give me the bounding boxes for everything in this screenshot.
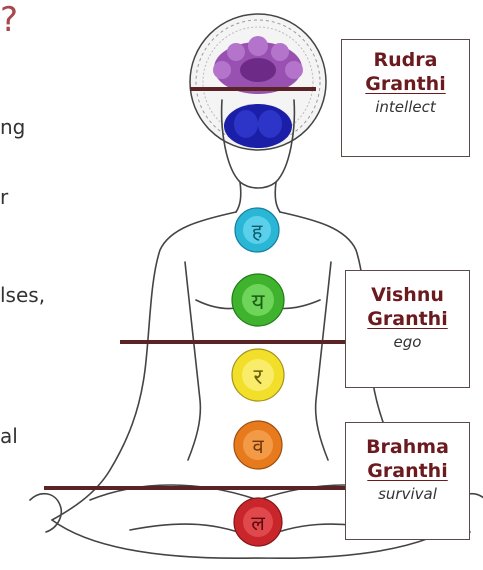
vishnu-name: Vishnu [346,283,469,307]
vishnu-granthi-word: Granthi [346,307,469,331]
vishnu-granthi-label: Vishnu Granthi ego [345,270,470,388]
rudra-role: intellect [342,96,469,118]
rudra-name: Rudra [342,48,469,72]
solar-plexus-glyph: र [254,365,264,390]
root-glyph: ल [251,511,265,535]
throat-glyph: ह [252,219,263,243]
rudra-granthi-word: Granthi [342,72,469,96]
third-eye-chakra [224,104,292,148]
root-chakra: ल [234,498,282,546]
brahma-granthi-label: Brahma Granthi survival [345,422,470,540]
heart-glyph: य [252,290,266,315]
heart-chakra: य [232,274,284,326]
sacral-chakra: व [234,421,282,469]
brahma-role: survival [346,483,469,505]
vishnu-role: ego [346,331,469,353]
sacral-glyph: व [252,434,264,458]
solar-plexus-chakra: र [232,349,284,401]
brahma-name: Brahma [346,435,469,459]
rudra-granthi-label: Rudra Granthi intellect [341,39,470,157]
throat-chakra: ह [235,208,279,252]
brahma-granthi-word: Granthi [346,459,469,483]
